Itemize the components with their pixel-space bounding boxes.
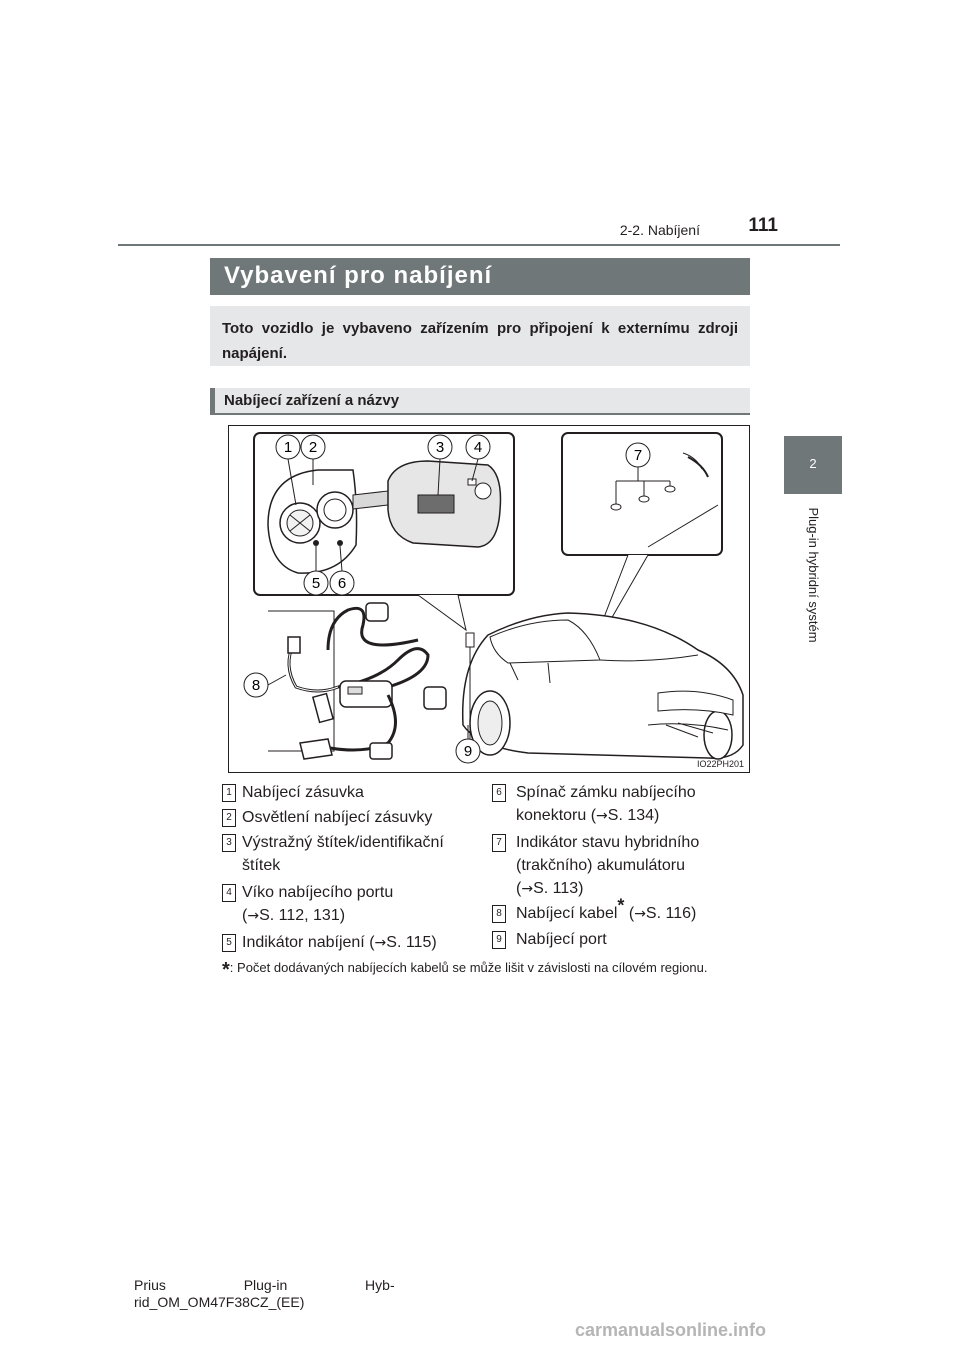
car-illustration bbox=[461, 612, 744, 760]
subheading-bar: Nabíjecí zařízení a názvy bbox=[210, 388, 750, 415]
section-label: 2-2. Nabíjení bbox=[619, 222, 700, 238]
item-label: Víko nabíjecího portu bbox=[242, 884, 394, 901]
charging-port-inset bbox=[253, 432, 515, 596]
chapter-side-title: Plug-in hybridní systém bbox=[806, 507, 821, 643]
callout-7: 7 bbox=[634, 447, 642, 464]
item-badge: 2 bbox=[222, 809, 236, 827]
item-ref: (→S. 112, 131) bbox=[242, 907, 346, 924]
callout-1: 1 bbox=[284, 439, 292, 456]
document-footer: Prius Plug-in Hyb-rid_OM_OM47F38CZ_(EE) bbox=[134, 1277, 395, 1310]
item-label: Výstražný štítek/identifikační bbox=[242, 834, 444, 851]
item-label: Nabíjecí zásuvka bbox=[242, 784, 364, 801]
footnote-star: * bbox=[222, 959, 230, 981]
item-badge: 7 bbox=[492, 834, 506, 852]
item-label: Spínač zámku nabíjecího bbox=[516, 784, 696, 801]
item-label-cont: (trakčního) akumulátoru bbox=[516, 857, 685, 874]
callout-8: 8 bbox=[252, 677, 260, 694]
item-badge: 9 bbox=[492, 931, 506, 949]
watermark: carmanualsonline.info bbox=[575, 1320, 767, 1340]
arrow-right-icon: → bbox=[596, 808, 608, 824]
items-left: 1 Nabíjecí zásuvka 2 Osvětlení nabíjecí … bbox=[222, 781, 472, 952]
item-badge: 1 bbox=[222, 784, 236, 802]
items-right: 6 Spínač zámku nabíjecího konektoru (→S.… bbox=[492, 781, 750, 951]
footnote-marker: * bbox=[617, 895, 625, 916]
callout-4: 4 bbox=[474, 439, 482, 456]
charging-cable-illustration bbox=[268, 602, 447, 760]
footnote: *: Počet dodávaných nabíjecích kabelů se… bbox=[222, 959, 708, 981]
arrow-right-icon: → bbox=[634, 906, 646, 922]
chapter-tab: 2 bbox=[784, 436, 842, 494]
item-label-cont: štítek bbox=[242, 857, 281, 874]
item-label: Osvětlení nabíjecí zásuvky bbox=[242, 809, 433, 826]
callout-9: 9 bbox=[464, 743, 472, 760]
item-label: Nabíjecí port bbox=[516, 931, 607, 948]
charging-equipment-illustration: 1 2 3 4 5 6 7 8 9 IO22PH201 bbox=[228, 425, 750, 773]
page-number: 111 bbox=[748, 215, 778, 236]
item-badge: 4 bbox=[222, 884, 236, 902]
item-badge: 6 bbox=[492, 784, 506, 802]
callout-5: 5 bbox=[312, 575, 320, 592]
figure-code: IO22PH201 bbox=[697, 759, 744, 769]
item-label: Indikátor stavu hybridního bbox=[516, 834, 700, 851]
callout-2: 2 bbox=[309, 439, 317, 456]
item-label: Nabíjecí kabel* (→S. 116) bbox=[516, 895, 697, 922]
item-label: Indikátor nabíjení (→S. 115) bbox=[242, 934, 437, 951]
arrow-right-icon: → bbox=[374, 935, 387, 951]
callout-3: 3 bbox=[436, 439, 444, 456]
page-title-bar: Vybavení pro nabíjení bbox=[210, 258, 750, 295]
arrow-right-icon: → bbox=[521, 881, 534, 897]
intro-text: Toto vozidlo je vybaveno zařízením pro p… bbox=[222, 320, 738, 362]
intro-box: Toto vozidlo je vybaveno zařízením pro p… bbox=[210, 306, 750, 366]
arrow-right-icon: → bbox=[247, 908, 260, 924]
item-ref: (→S. 113) bbox=[516, 880, 584, 897]
item-label-cont: konektoru (→S. 134) bbox=[516, 807, 660, 824]
header-rule bbox=[118, 244, 840, 246]
subheading: Nabíjecí zařízení a názvy bbox=[224, 392, 400, 409]
item-badge: 3 bbox=[222, 834, 236, 852]
page-title: Vybavení pro nabíjení bbox=[224, 262, 493, 289]
item-badge: 8 bbox=[492, 905, 506, 923]
item-badge: 5 bbox=[222, 934, 236, 952]
callout-6: 6 bbox=[338, 575, 346, 592]
